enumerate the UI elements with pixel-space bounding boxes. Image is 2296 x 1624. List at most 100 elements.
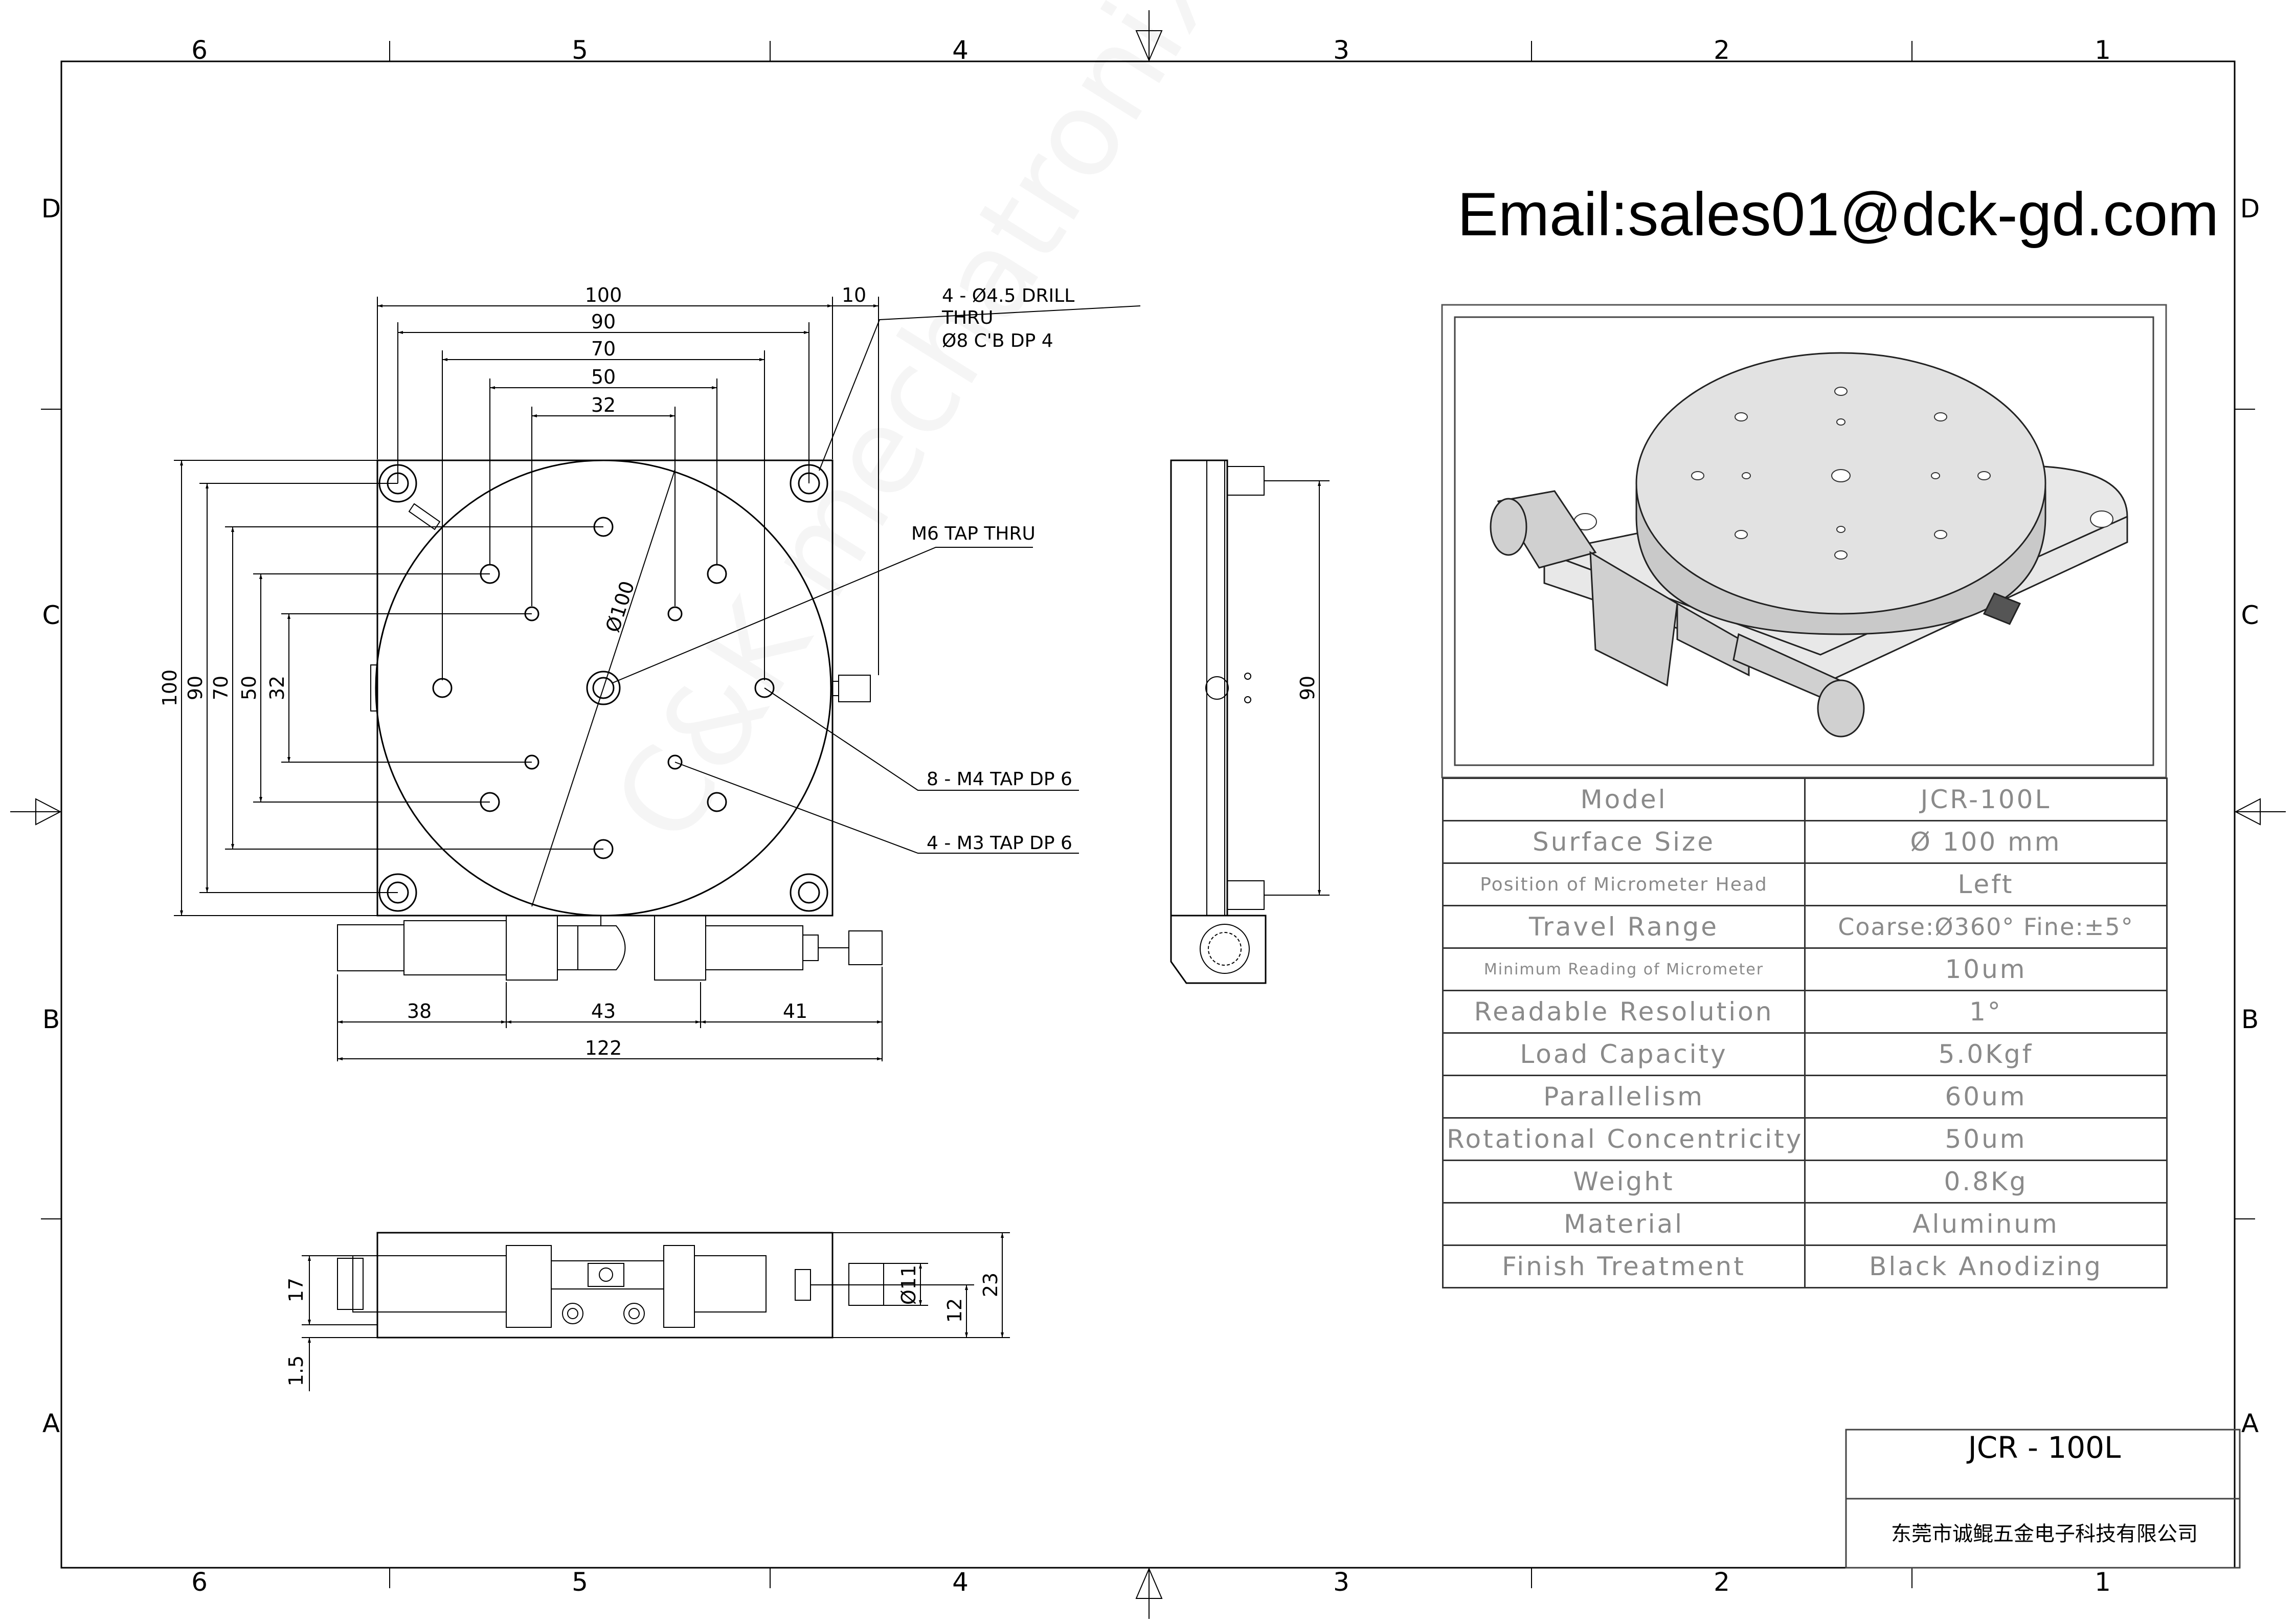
m3-note: 4 - M3 TAP DP 6: [927, 833, 1072, 854]
side-view-dimensions: [1264, 480, 1330, 896]
m6-note: M6 TAP THRU: [911, 523, 1036, 544]
micrometer-assembly: [337, 915, 883, 981]
dim-label: 50: [591, 366, 616, 388]
spec-label: Readable Resolution: [1442, 990, 1806, 1034]
zone-ticks: [41, 41, 2255, 1588]
zone-label: B: [42, 1005, 60, 1034]
spec-value: 50um: [1804, 1117, 2168, 1161]
dim-label: 43: [591, 1000, 616, 1022]
zone-label: 4: [952, 35, 969, 65]
zone-label: D: [2240, 194, 2260, 224]
zone-label: 5: [572, 1567, 588, 1597]
lock-lever: [408, 503, 441, 530]
zone-label: 2: [1714, 35, 1730, 65]
spec-label: Parallelism: [1442, 1075, 1806, 1119]
spec-label: Model: [1442, 777, 1806, 821]
dim-label: 38: [407, 1000, 432, 1022]
zone-labels-left: D C B A: [41, 194, 61, 1438]
top-view-dim-labels: 100 10 90 70 50 32 100 90 70 50 32 Ø100 …: [159, 284, 1074, 1059]
zone-label: D: [41, 194, 61, 224]
dim-label: 90: [184, 676, 207, 700]
spec-label: Finish Treatment: [1442, 1244, 1806, 1288]
zone-labels-bottom: 6 5 4 3 2 1: [191, 1567, 2111, 1597]
diameter-line: [531, 469, 676, 907]
corner-holes: [378, 464, 828, 912]
center-hole: [586, 671, 621, 705]
product-illustration: [1441, 304, 2167, 778]
spec-value: 1°: [1804, 990, 2168, 1034]
dim-label: 122: [585, 1037, 622, 1059]
spec-value: Black Anodizing: [1804, 1244, 2168, 1288]
top-view-dimensions: [174, 297, 1141, 1061]
spec-value: 60um: [1804, 1075, 2168, 1119]
front-view: [337, 1232, 884, 1339]
front-view-dim-labels: 17 1.5 Ø11 12 23: [285, 1265, 1002, 1386]
spec-label: Load Capacity: [1442, 1032, 1806, 1076]
zone-label: 1: [2095, 1567, 2111, 1597]
title-block-model: JCR - 100L: [1968, 1430, 2121, 1465]
contact-email: Email:sales01@dck-gd.com: [1457, 180, 2219, 249]
spec-value: 0.8Kg: [1804, 1160, 2168, 1204]
spec-value: 10um: [1804, 947, 2168, 991]
title-block-company: 东莞市诚鲲五金电子科技有限公司: [1891, 1522, 2198, 1546]
zone-label: 6: [191, 1567, 208, 1597]
drill-note-line2: THRU: [941, 307, 993, 328]
drill-note-line3: Ø8 C'B DP 4: [942, 330, 1053, 351]
rotary-table: [375, 459, 832, 917]
spec-value: Coarse:Ø360° Fine:±5°: [1804, 905, 2168, 949]
dim-label: 100: [159, 670, 181, 707]
zone-label: A: [42, 1409, 60, 1438]
spec-value: JCR-100L: [1804, 777, 2168, 821]
top-view: [337, 459, 883, 981]
zone-label: 1: [2095, 35, 2111, 65]
spec-label: Rotational Concentricity: [1442, 1117, 1806, 1161]
spec-value: Aluminum: [1804, 1202, 2168, 1246]
spec-label: Position of Micrometer Head: [1442, 862, 1806, 906]
spec-label: Weight: [1442, 1160, 1806, 1204]
dim-label: 10: [842, 284, 866, 306]
dim-label: 41: [783, 1000, 807, 1022]
zone-label: 4: [952, 1567, 969, 1597]
zone-label: B: [2241, 1005, 2259, 1034]
dim-label: 100: [585, 284, 622, 306]
zone-labels-top: 6 5 4 3 2 1: [191, 35, 2111, 65]
spec-value: 5.0Kgf: [1804, 1032, 2168, 1076]
zone-label: 5: [572, 35, 588, 65]
dim-label: Ø11: [897, 1265, 920, 1305]
spec-label: Minimum Reading of Micrometer: [1442, 947, 1806, 991]
m4-note: 8 - M4 TAP DP 6: [927, 769, 1072, 790]
diameter-label: Ø100: [601, 578, 639, 635]
zone-label: 3: [1333, 1567, 1349, 1597]
dim-label: 17: [285, 1278, 307, 1302]
centering-marks: [10, 10, 2286, 1619]
dim-label: 70: [591, 338, 616, 360]
zone-label: 2: [1714, 1567, 1730, 1597]
spec-value: Left: [1804, 862, 2168, 906]
spec-value: Ø 100 mm: [1804, 820, 2168, 864]
dim-label: 70: [210, 676, 232, 700]
spec-label: Surface Size: [1442, 820, 1806, 864]
zone-labels-right: D C B A: [2240, 194, 2260, 1438]
zone-label: 3: [1333, 35, 1349, 65]
dim-label: 90: [591, 310, 616, 333]
dim-label: 23: [979, 1273, 1002, 1297]
fine-knob: [838, 675, 871, 702]
zone-label: A: [2241, 1409, 2259, 1438]
side-view: [1170, 459, 1309, 984]
drawing-border: [60, 60, 2236, 1569]
title-block: [1845, 1429, 2241, 1569]
side-height-label: 90: [1296, 676, 1319, 700]
dim-label: 1.5: [285, 1355, 307, 1386]
